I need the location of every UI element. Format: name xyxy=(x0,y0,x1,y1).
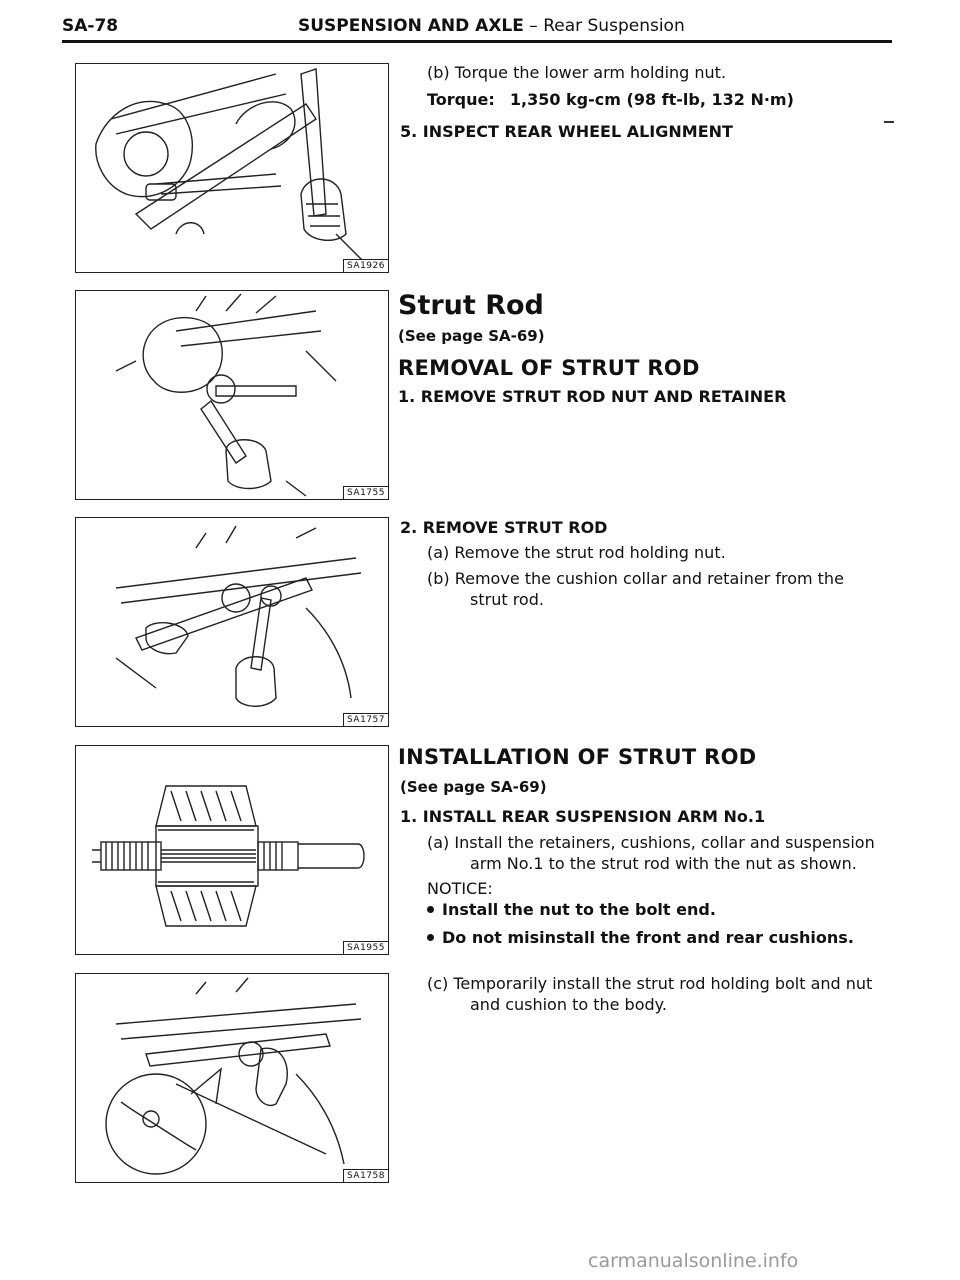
illustration-strut-rod-nut xyxy=(115,293,337,497)
illustration-remove-strut-rod xyxy=(115,525,362,707)
figure-strut-rod-nut: SA1755 xyxy=(75,290,389,500)
illustration-install-strut-rod xyxy=(105,977,362,1175)
install-step-1c-line2: and cushion to the body. xyxy=(470,995,667,1014)
bullet-icon xyxy=(427,934,434,941)
figure-code: SA1758 xyxy=(343,1169,388,1182)
torque-spec: Torque: 1,350 kg-cm (98 ft-lb, 132 N·m) xyxy=(427,89,794,110)
figure-code: SA1755 xyxy=(343,486,388,499)
strut-rod-title: Strut Rod xyxy=(398,290,544,321)
figure-code: SA1926 xyxy=(343,259,388,272)
figure-code: SA1757 xyxy=(343,713,388,726)
install-step-1: 1. INSTALL REAR SUSPENSION ARM No.1 xyxy=(400,807,766,826)
removal-step-2b-line1: (b) Remove the cushion collar and retain… xyxy=(427,569,844,588)
install-step-1a-line2: arm No.1 to the strut rod with the nut a… xyxy=(470,854,857,873)
step-5-inspect-alignment: 5. INSPECT REAR WHEEL ALIGNMENT xyxy=(400,122,733,141)
illustration-strut-rod-assembly xyxy=(92,785,365,927)
section-title-main: SUSPENSION AND AXLE xyxy=(298,16,524,36)
step-b-lower-arm-torque: (b) Torque the lower arm holding nut. xyxy=(427,63,727,82)
see-page-ref-1: (See page SA-69) xyxy=(398,327,545,345)
install-step-1a-line1: (a) Install the retainers, cushions, col… xyxy=(427,833,875,852)
figure-code: SA1955 xyxy=(343,941,388,954)
page-header: SA-78 SUSPENSION AND AXLE – Rear Suspens… xyxy=(62,14,892,43)
figure-strut-rod-assembly: SA1955 xyxy=(75,745,389,955)
torque-value: 1,350 kg-cm (98 ft-lb, 132 N·m) xyxy=(509,90,794,109)
figure-lower-arm-torque: SA1926 xyxy=(75,63,389,273)
see-page-ref-2: (See page SA-69) xyxy=(400,778,547,796)
notice-item-2: Do not misinstall the front and rear cus… xyxy=(427,927,854,948)
removal-step-2: 2. REMOVE STRUT ROD xyxy=(400,518,608,537)
margin-dash xyxy=(884,121,894,123)
removal-heading: REMOVAL OF STRUT ROD xyxy=(398,356,700,380)
notice-item-2-text: Do not misinstall the front and rear cus… xyxy=(442,928,854,947)
section-title: SUSPENSION AND AXLE – Rear Suspension xyxy=(298,16,685,36)
illustration-lower-arm xyxy=(95,68,367,265)
removal-step-2b-line2: strut rod. xyxy=(470,590,544,609)
figure-install-strut-rod: SA1758 xyxy=(75,973,389,1183)
install-step-1c-line1: (c) Temporarily install the strut rod ho… xyxy=(427,974,873,993)
removal-step-1: 1. REMOVE STRUT ROD NUT AND RETAINER xyxy=(398,387,787,406)
removal-step-2a: (a) Remove the strut rod holding nut. xyxy=(427,543,726,562)
page-number: SA-78 xyxy=(62,16,119,36)
notice-item-1: Install the nut to the bolt end. xyxy=(427,899,716,920)
notice-item-1-text: Install the nut to the bolt end. xyxy=(442,900,716,919)
watermark: carmanualsonline.info xyxy=(588,1250,799,1272)
bullet-icon xyxy=(427,906,434,913)
section-title-sub: – Rear Suspension xyxy=(523,16,685,36)
figure-remove-strut-rod: SA1757 xyxy=(75,517,389,727)
installation-heading: INSTALLATION OF STRUT ROD xyxy=(398,745,757,769)
torque-label: Torque: xyxy=(427,90,495,109)
notice-label: NOTICE: xyxy=(427,879,493,898)
